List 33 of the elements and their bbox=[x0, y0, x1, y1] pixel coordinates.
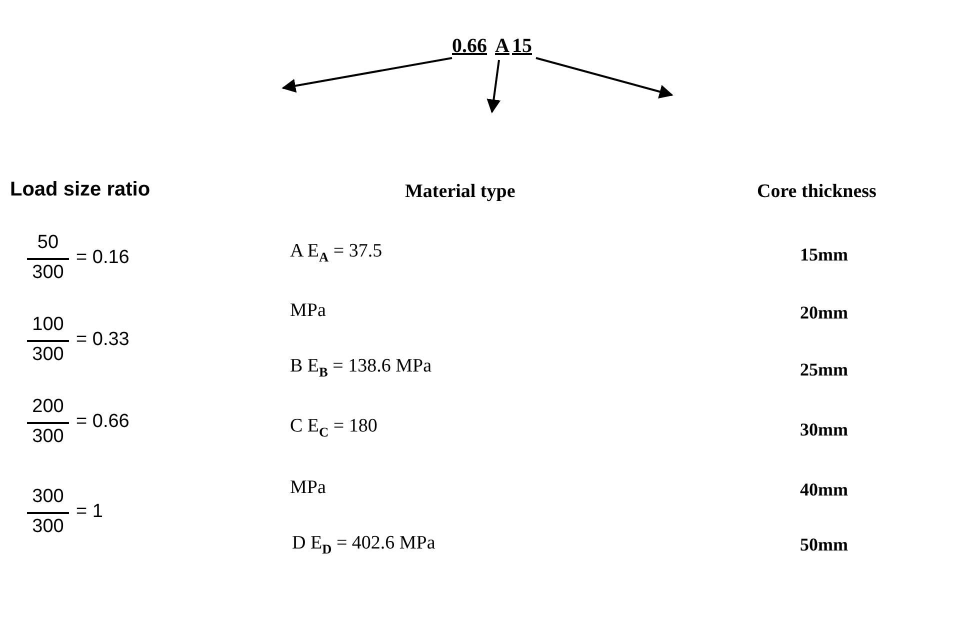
material-text: D E$_{D}$ = 402.6 MPa bbox=[292, 532, 436, 558]
material-text: MPa bbox=[290, 300, 326, 322]
numerator: 50 bbox=[36, 232, 60, 254]
numerator: 300 bbox=[31, 486, 65, 508]
thickness-value: 15mm bbox=[800, 244, 848, 266]
material-text: B E$_{B}$ = 138.6 MPa bbox=[290, 356, 432, 380]
thickness-value: 40mm bbox=[800, 480, 848, 500]
denominator: 300 bbox=[31, 516, 65, 538]
code-part: 0.66 bbox=[452, 34, 487, 58]
numerator: 100 bbox=[31, 314, 65, 336]
arrow bbox=[282, 57, 452, 93]
denominator: 300 bbox=[31, 426, 65, 448]
arrow bbox=[486, 60, 501, 114]
thickness-value: 50mm bbox=[800, 534, 848, 556]
material-text: MPa bbox=[290, 477, 326, 499]
fraction-value: = 0.33 bbox=[76, 329, 130, 351]
denominator: 300 bbox=[31, 262, 65, 284]
thickness-value: 20mm bbox=[800, 302, 848, 324]
code-part: 15 bbox=[512, 34, 532, 58]
column-heading: Material type bbox=[405, 181, 516, 203]
fraction-value: = 0.66 bbox=[76, 411, 130, 433]
column-heading: Core thickness bbox=[757, 181, 876, 203]
arrow bbox=[536, 57, 674, 98]
fraction-value: = 1 bbox=[76, 501, 103, 523]
thickness-value: 30mm bbox=[800, 420, 848, 440]
fraction-value: = 0.16 bbox=[76, 247, 130, 269]
material-text: A E$_{A}$ = 37.5 bbox=[290, 240, 382, 266]
material-text: C E$_{C}$ = 180 bbox=[290, 416, 378, 440]
thickness-value: 25mm bbox=[800, 360, 848, 380]
column-heading: Load size ratio bbox=[10, 178, 150, 202]
numerator: 200 bbox=[31, 396, 65, 418]
code-part: A bbox=[495, 34, 510, 58]
denominator: 300 bbox=[31, 344, 65, 366]
